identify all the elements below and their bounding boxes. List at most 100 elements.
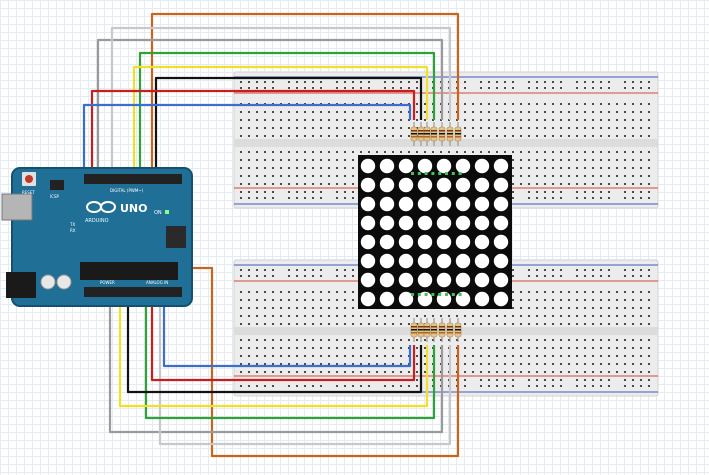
breadboard-hole <box>600 363 602 365</box>
breadboard-hole <box>632 135 634 137</box>
breadboard-hole <box>264 119 266 121</box>
breadboard-hole <box>280 363 282 365</box>
breadboard-hole <box>312 175 314 177</box>
led <box>360 291 376 307</box>
breadboard-hole <box>512 175 514 177</box>
breadboard-hole <box>312 119 314 121</box>
breadboard-hole <box>576 119 578 121</box>
breadboard-hole <box>320 315 322 317</box>
breadboard-hole <box>472 323 474 325</box>
breadboard-hole <box>264 275 266 277</box>
breadboard-hole <box>344 159 346 161</box>
breadboard-hole <box>424 363 426 365</box>
breadboard-hole <box>544 291 546 293</box>
breadboard-hole <box>616 167 618 169</box>
breadboard-hole <box>496 87 498 89</box>
matrix-pin <box>411 172 414 175</box>
breadboard-hole <box>544 81 546 83</box>
breadboard-hole <box>240 269 242 271</box>
breadboard-hole <box>504 127 506 129</box>
analog-label: ANALOG IN <box>146 280 168 285</box>
breadboard-hole <box>568 127 570 129</box>
led <box>360 215 376 231</box>
breadboard-hole <box>488 379 490 381</box>
breadboard-hole <box>512 119 514 121</box>
breadboard-hole <box>336 275 338 277</box>
breadboard-hole <box>648 197 650 199</box>
breadboard-hole <box>528 119 530 121</box>
breadboard-hole <box>296 183 298 185</box>
breadboard-hole <box>576 275 578 277</box>
breadboard-hole <box>272 339 274 341</box>
breadboard-hole <box>544 167 546 169</box>
breadboard-hole <box>240 307 242 309</box>
breadboard-hole <box>648 111 650 113</box>
breadboard-hole <box>240 385 242 387</box>
breadboard-hole <box>552 307 554 309</box>
breadboard-hole <box>288 339 290 341</box>
breadboard-hole <box>304 111 306 113</box>
breadboard-hole <box>432 151 434 153</box>
breadboard-hole <box>592 307 594 309</box>
breadboard-hole <box>584 103 586 105</box>
breadboard-hole <box>272 269 274 271</box>
breadboard-hole <box>344 385 346 387</box>
breadboard-hole <box>352 307 354 309</box>
breadboard-hole <box>624 175 626 177</box>
breadboard-hole <box>272 355 274 357</box>
breadboard-hole <box>584 159 586 161</box>
breadboard-hole <box>280 307 282 309</box>
breadboard-hole <box>400 87 402 89</box>
breadboard-hole <box>488 111 490 113</box>
breadboard-hole <box>288 159 290 161</box>
breadboard-hole <box>328 315 330 317</box>
breadboard-hole <box>632 371 634 373</box>
breadboard-hole <box>240 347 242 349</box>
breadboard-hole <box>280 127 282 129</box>
breadboard-hole <box>600 371 602 373</box>
breadboard-hole <box>280 175 282 177</box>
breadboard-hole <box>616 135 618 137</box>
breadboard-hole <box>528 159 530 161</box>
breadboard-hole <box>576 299 578 301</box>
breadboard-hole <box>352 347 354 349</box>
breadboard-hole <box>472 135 474 137</box>
breadboard-hole <box>608 291 610 293</box>
led <box>455 272 471 288</box>
breadboard-hole <box>624 371 626 373</box>
breadboard-hole <box>480 135 482 137</box>
breadboard-hole <box>352 363 354 365</box>
led <box>417 196 433 212</box>
breadboard-hole <box>624 291 626 293</box>
wire-green-top <box>138 51 436 176</box>
breadboard-hole <box>296 269 298 271</box>
breadboard-hole <box>256 355 258 357</box>
breadboard-hole <box>632 355 634 357</box>
breadboard-hole <box>352 87 354 89</box>
breadboard-hole <box>536 103 538 105</box>
breadboard-hole <box>264 363 266 365</box>
breadboard-hole <box>568 159 570 161</box>
breadboard-hole <box>560 183 562 185</box>
breadboard-hole <box>488 81 490 83</box>
breadboard-hole <box>584 111 586 113</box>
breadboard-hole <box>512 323 514 325</box>
breadboard-hole <box>400 111 402 113</box>
breadboard-hole <box>528 323 530 325</box>
breadboard-hole <box>464 379 466 381</box>
breadboard-hole <box>256 385 258 387</box>
breadboard-hole <box>240 127 242 129</box>
breadboard-hole <box>312 87 314 89</box>
breadboard-hole <box>584 269 586 271</box>
breadboard-hole <box>480 385 482 387</box>
breadboard-hole <box>408 371 410 373</box>
breadboard-hole <box>512 291 514 293</box>
breadboard-hole <box>608 87 610 89</box>
breadboard-hole <box>504 111 506 113</box>
breadboard-hole <box>344 197 346 199</box>
breadboard-hole <box>344 363 346 365</box>
breadboard-hole <box>352 371 354 373</box>
breadboard-hole <box>408 87 410 89</box>
breadboard-hole <box>592 87 594 89</box>
breadboard-hole <box>296 307 298 309</box>
